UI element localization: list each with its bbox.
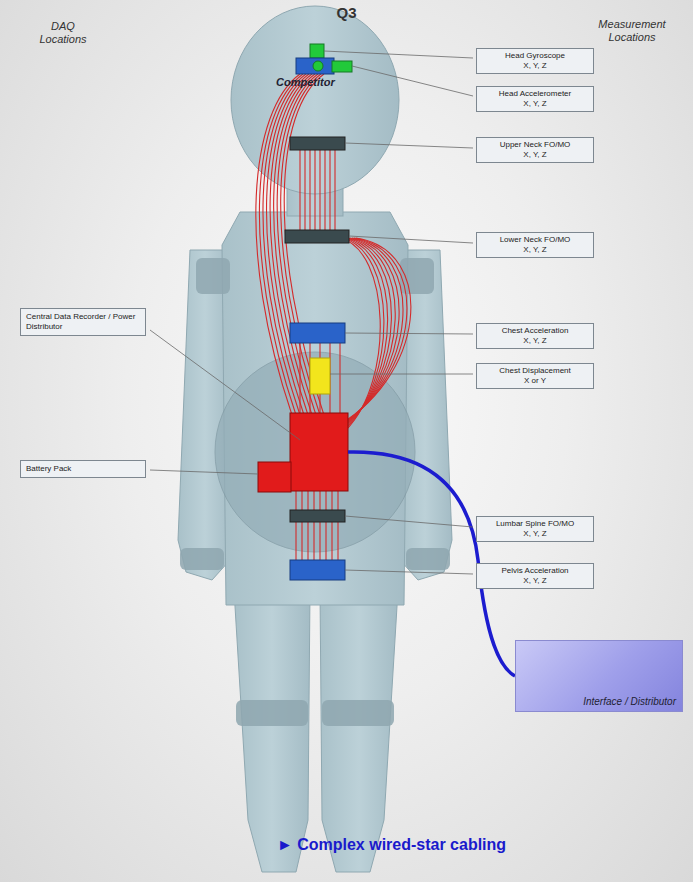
sensor-wire bbox=[304, 150, 305, 230]
label-text: Lumbar Spine FO/MO bbox=[482, 519, 588, 529]
label-box: Lower Neck FO/MOX, Y, Z bbox=[476, 232, 594, 258]
label-box: Upper Neck FO/MOX, Y, Z bbox=[476, 137, 594, 163]
axis-text: X, Y, Z bbox=[482, 529, 588, 539]
sensor-wire bbox=[339, 343, 340, 413]
sensor-wire bbox=[340, 238, 380, 430]
figure-label: Competitor bbox=[276, 76, 335, 88]
sensor-wire bbox=[263, 74, 306, 415]
label-text: Lower Neck FO/MO bbox=[482, 235, 588, 245]
label-text: Chest Acceleration bbox=[482, 326, 588, 336]
axis-text: X, Y, Z bbox=[482, 245, 588, 255]
label-box: Battery Pack bbox=[20, 460, 146, 478]
label-box: Head AccelerometerX, Y, Z bbox=[476, 86, 594, 112]
caption: ► Complex wired-star cabling bbox=[0, 836, 693, 854]
sensor-wire bbox=[309, 150, 310, 230]
label-text: Pelvis Acceleration bbox=[482, 566, 588, 576]
sensor-wire bbox=[340, 238, 391, 430]
title: Q3 bbox=[0, 4, 693, 21]
label-text: Central Data Recorder / Power Distributo… bbox=[26, 312, 140, 332]
sensor-wire bbox=[325, 491, 326, 560]
column-heading: Measurement Locations bbox=[582, 18, 682, 44]
sensor-wire bbox=[319, 150, 320, 230]
label-box: Lumbar Spine FO/MOX, Y, Z bbox=[476, 516, 594, 542]
axis-text: X, Y, Z bbox=[482, 150, 588, 160]
sensor-wire bbox=[270, 74, 312, 415]
sensor-wire bbox=[324, 150, 325, 230]
sensor-wire bbox=[314, 150, 315, 230]
sensor-wire bbox=[313, 491, 314, 560]
label-text: Interface / Distributor bbox=[583, 696, 676, 707]
sensor-wire bbox=[301, 491, 302, 560]
label-box: Chest DisplacementX or Y bbox=[476, 363, 594, 389]
label-box: Central Data Recorder / Power Distributo… bbox=[20, 308, 146, 336]
column-heading: DAQ Locations bbox=[28, 20, 98, 46]
label-box: Pelvis AccelerationX, Y, Z bbox=[476, 563, 594, 589]
sensor-wire bbox=[337, 491, 338, 560]
label-text: Head Accelerometer bbox=[482, 89, 588, 99]
axis-text: X or Y bbox=[482, 376, 588, 386]
sensor-wire bbox=[299, 343, 300, 413]
interface-box: Interface / Distributor bbox=[515, 640, 683, 712]
label-text: Head Gyroscope bbox=[482, 51, 588, 61]
label-text: Upper Neck FO/MO bbox=[482, 140, 588, 150]
sensor-wire bbox=[338, 238, 395, 430]
axis-text: X, Y, Z bbox=[482, 61, 588, 71]
axis-text: X, Y, Z bbox=[482, 576, 588, 586]
sensor-wire bbox=[307, 491, 308, 560]
sensor-wire bbox=[331, 491, 332, 560]
sensor-wire bbox=[319, 491, 320, 560]
axis-text: X, Y, Z bbox=[482, 336, 588, 346]
sensor-wire bbox=[295, 491, 296, 560]
sensor-wire bbox=[299, 150, 300, 230]
sensor-wire bbox=[334, 150, 335, 230]
sensor-wire bbox=[267, 74, 309, 415]
label-box: Head GyroscopeX, Y, Z bbox=[476, 48, 594, 74]
axis-text: X, Y, Z bbox=[482, 99, 588, 109]
label-text: Chest Displacement bbox=[482, 366, 588, 376]
label-text: Battery Pack bbox=[26, 464, 140, 474]
sensor-wire bbox=[329, 150, 330, 230]
label-box: Chest AccelerationX, Y, Z bbox=[476, 323, 594, 349]
